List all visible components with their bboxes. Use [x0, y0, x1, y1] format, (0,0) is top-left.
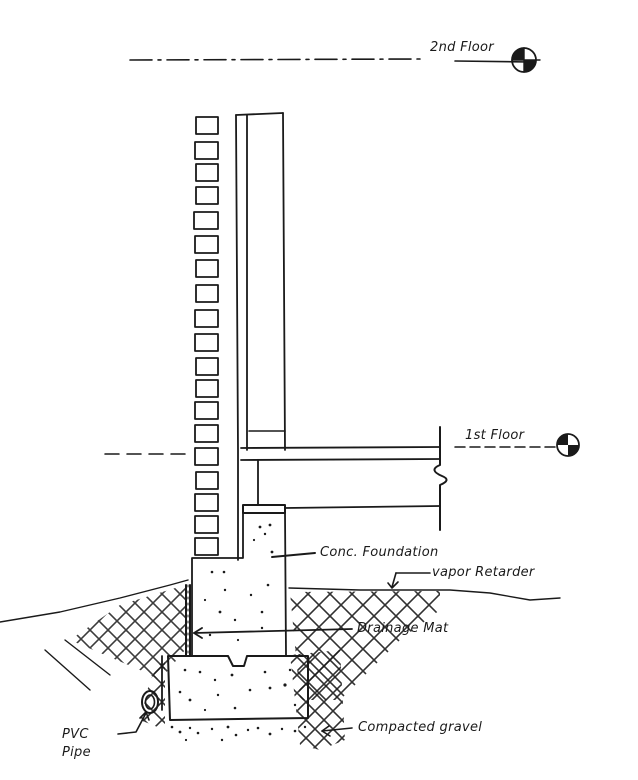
second-floor-level-marker-icon: [511, 47, 541, 73]
second-floor-label: 2nd Floor: [430, 40, 494, 55]
compacted-gravel-callout: Compacted gravel: [358, 720, 483, 735]
foundation-callout: Conc. Foundation: [320, 545, 439, 560]
drainage-mat-callout: Drainage Mat: [357, 621, 449, 636]
first-floor-datum-line: [104, 446, 556, 455]
pvc-pipe-icon: [141, 690, 159, 714]
second-floor-datum-line: [129, 58, 531, 63]
first-floor-label: 1st Floor: [465, 428, 525, 443]
brick-veneer: [193, 116, 219, 556]
wood-frame-wall: [235, 112, 286, 561]
drainage-mat: [185, 584, 191, 656]
sill-plate: [242, 504, 286, 514]
callout-leaders: [117, 552, 431, 737]
first-floor-level-marker-icon: [556, 433, 580, 457]
concrete-footing: [161, 655, 309, 721]
pvc-pipe-callout-line2: Pipe: [62, 745, 91, 760]
pvc-pipe-callout-line1: PVC: [62, 727, 89, 742]
floor-framing: [240, 426, 448, 531]
concrete-foundation-wall: [191, 512, 287, 656]
compacted-gravel: [170, 725, 307, 742]
vapor-retarder-callout: vapor Retarder: [432, 565, 535, 580]
